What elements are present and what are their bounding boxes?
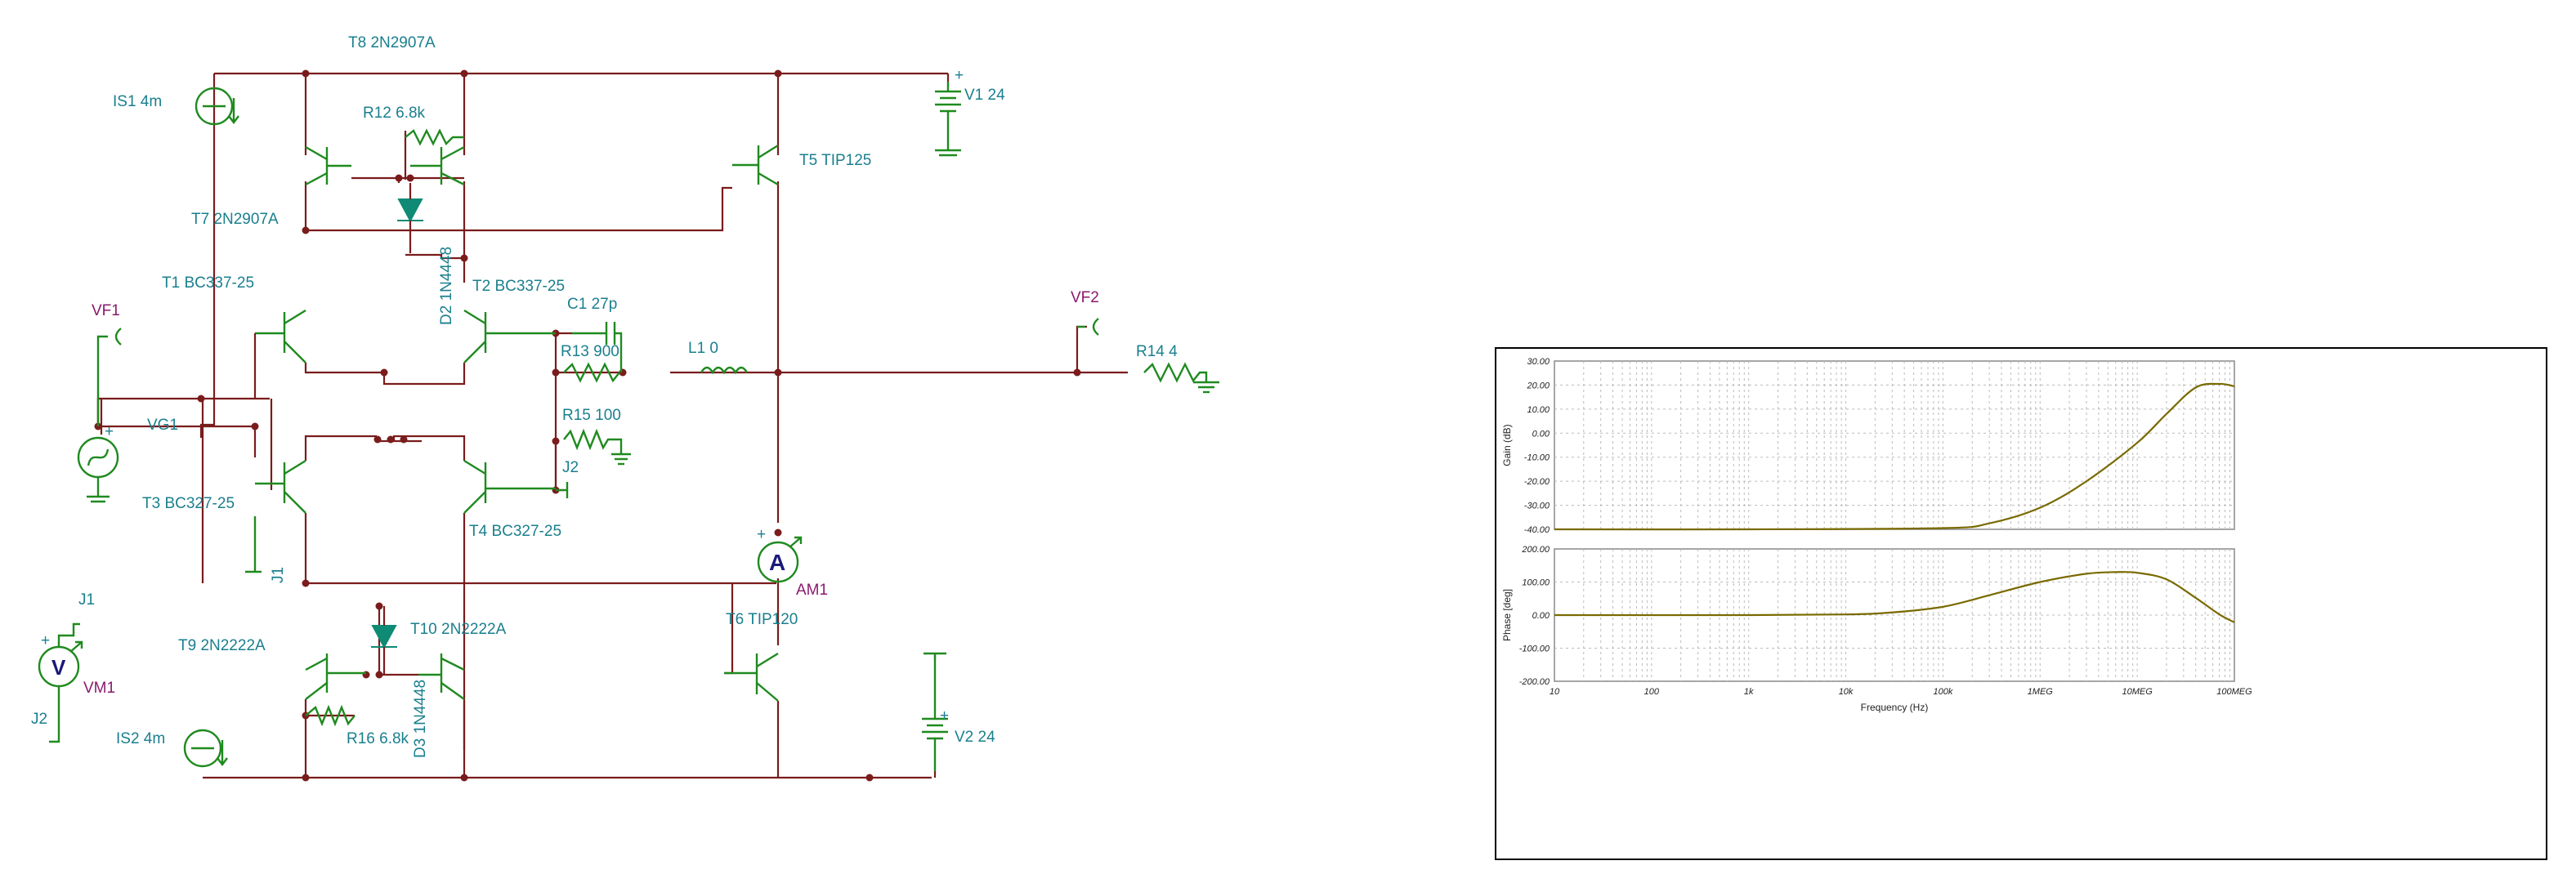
response-curve bbox=[1554, 571, 2235, 623]
vm1-plus-sign: + bbox=[41, 632, 50, 649]
transistor-t1 bbox=[253, 309, 306, 399]
resistor-r16 bbox=[305, 704, 356, 727]
label-t8: T8 2N2907A bbox=[348, 34, 436, 51]
transistor-t7 bbox=[410, 145, 465, 186]
battery-v1 bbox=[935, 82, 961, 157]
voltage-probe-vf1 bbox=[96, 328, 122, 426]
x-tick-label: 10MEG bbox=[2122, 687, 2153, 697]
label-d3: D3 1N4448 bbox=[412, 680, 429, 758]
ammeter-am1 bbox=[757, 536, 803, 583]
resistor-r13 bbox=[563, 362, 620, 383]
label-d2: D2 1N4448 bbox=[438, 247, 455, 325]
transistor-t2 bbox=[463, 309, 556, 363]
label-l1: L1 0 bbox=[688, 340, 718, 357]
plot-area bbox=[1554, 360, 2235, 530]
transistor-t6 bbox=[724, 652, 779, 702]
signal-generator-vg1 bbox=[77, 436, 119, 503]
x-tick-label: 100MEG bbox=[2216, 687, 2252, 697]
label-am1: AM1 bbox=[796, 582, 828, 599]
gain-plot: 30.0020.0010.000.00-10.00-20.00-30.00-40… bbox=[1501, 357, 2235, 535]
label-vf2: VF2 bbox=[1071, 289, 1099, 306]
am1-plus-sign: + bbox=[757, 526, 766, 543]
label-j1-left: J1 bbox=[78, 591, 95, 609]
x-tick-label: 1k bbox=[1744, 687, 1754, 697]
battery-v2 bbox=[922, 652, 948, 771]
resistor-r15 bbox=[563, 428, 631, 466]
label-t3: T3 BC327-25 bbox=[142, 495, 235, 512]
plot-area bbox=[1554, 548, 2235, 682]
transistor-t9 bbox=[305, 653, 366, 700]
label-vm1: VM1 bbox=[83, 680, 115, 697]
transistor-t10 bbox=[418, 653, 465, 700]
resistor-r12 bbox=[405, 128, 464, 146]
label-v1: V1 24 bbox=[964, 87, 1005, 104]
voltmeter-vm1 bbox=[38, 622, 83, 743]
voltage-probe-vf2 bbox=[1077, 318, 1099, 336]
label-c1: C1 27p bbox=[567, 296, 617, 313]
label-vf1: VF1 bbox=[92, 302, 120, 319]
label-r13: R13 900 bbox=[561, 343, 619, 360]
vg1-plus-sign: + bbox=[105, 423, 114, 440]
response-curve bbox=[1554, 382, 2235, 531]
resistor-r14 bbox=[1143, 362, 1219, 394]
label-r16: R16 6.8k bbox=[347, 730, 409, 747]
component-labels: T8 2N2907A IS1 4m R12 6.8k V1 24 T5 TIP1… bbox=[31, 34, 1178, 758]
transistor-t3 bbox=[255, 459, 306, 514]
v2-plus-sign: + bbox=[940, 707, 949, 725]
label-j2-left: J2 bbox=[31, 711, 47, 728]
label-is1: IS1 4m bbox=[113, 93, 162, 110]
label-t10: T10 2N2222A bbox=[410, 621, 507, 638]
x-tick-label: 100k bbox=[1933, 687, 1952, 697]
label-vg1: VG1 bbox=[147, 417, 178, 434]
x-axis-label: Frequency (Hz) bbox=[1861, 702, 1929, 713]
label-t1: T1 BC337-25 bbox=[162, 274, 254, 292]
label-t6: T6 TIP120 bbox=[726, 611, 798, 628]
transistor-t4 bbox=[463, 459, 556, 514]
circuit-schematic: T8 2N2907A IS1 4m R12 6.8k V1 24 T5 TIP1… bbox=[31, 34, 1219, 782]
label-j1-mid: J1 bbox=[270, 567, 287, 583]
inductor-l1 bbox=[700, 366, 749, 375]
label-t4: T4 BC327-25 bbox=[469, 523, 561, 540]
label-r12: R12 6.8k bbox=[363, 105, 426, 122]
label-v2: V2 24 bbox=[955, 729, 995, 746]
ammeter-symbol: A bbox=[769, 550, 785, 575]
label-is2: IS2 4m bbox=[116, 730, 165, 747]
label-r14: R14 4 bbox=[1136, 343, 1178, 360]
label-t9: T9 2N2222A bbox=[178, 637, 266, 654]
label-t2: T2 BC337-25 bbox=[472, 278, 565, 295]
x-tick-label: 100 bbox=[1644, 687, 1660, 697]
capacitor-c1 bbox=[572, 322, 623, 372]
label-r15: R15 100 bbox=[562, 407, 621, 424]
v1-plus-sign: + bbox=[955, 67, 964, 84]
current-source-is1 bbox=[195, 87, 239, 126]
label-t7: T7 2N2907A bbox=[191, 211, 279, 228]
current-source-is2 bbox=[183, 729, 228, 768]
transistor-t5 bbox=[732, 144, 779, 186]
transistor-t8 bbox=[305, 145, 351, 186]
label-t5: T5 TIP125 bbox=[799, 152, 871, 169]
jumper-stubs bbox=[245, 482, 569, 573]
voltmeter-symbol: V bbox=[51, 655, 66, 680]
diode-d3 bbox=[371, 606, 397, 675]
label-j2-right: J2 bbox=[562, 459, 579, 476]
diode-d2 bbox=[397, 183, 423, 253]
x-tick-label: 10k bbox=[1839, 687, 1854, 697]
plot-frame bbox=[1495, 347, 2547, 860]
x-tick-label: 1MEG bbox=[2028, 687, 2054, 697]
